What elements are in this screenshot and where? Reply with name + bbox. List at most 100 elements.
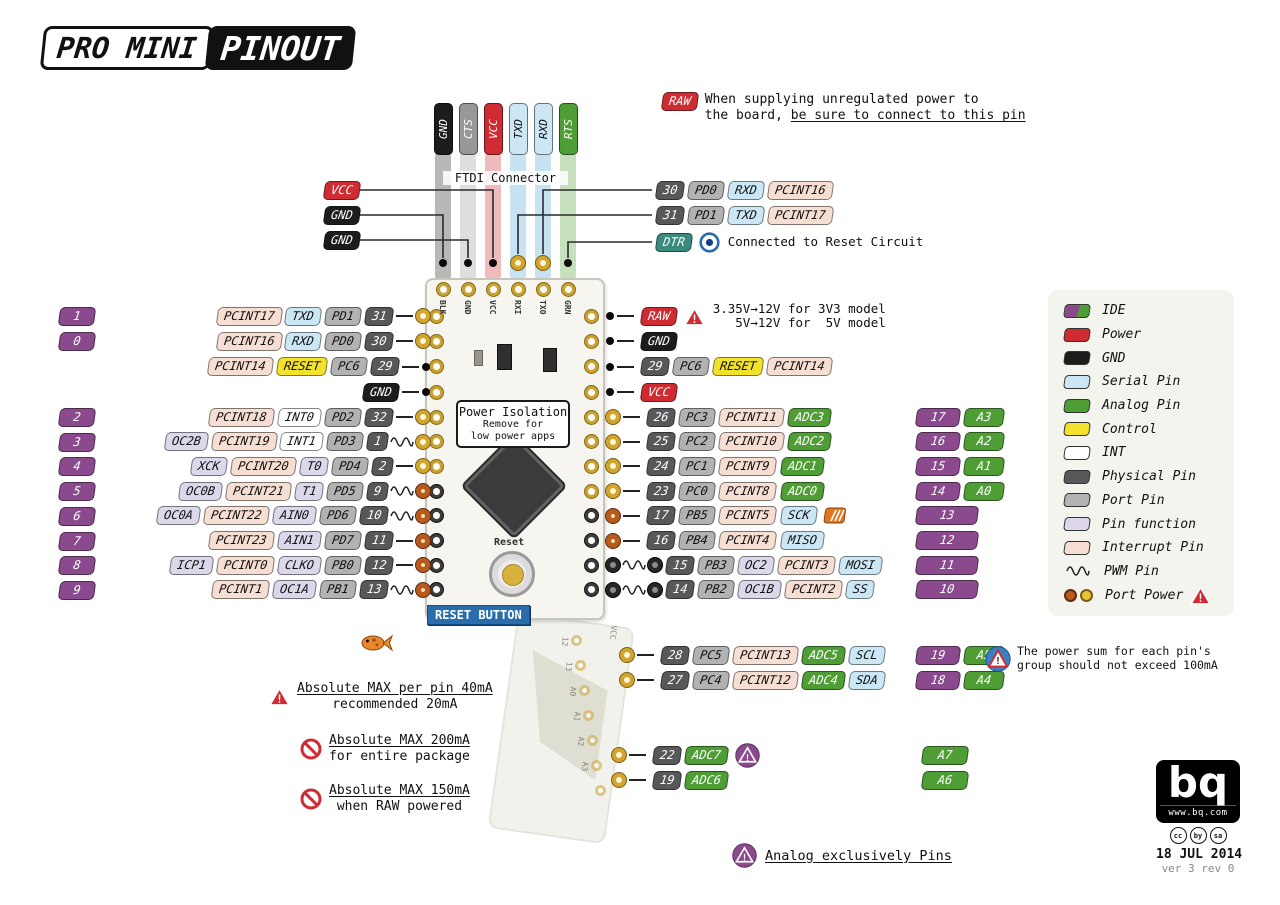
left-pin-row: GND [118,382,430,402]
legend-label: IDE [1102,303,1126,319]
pin-label-pc5: PC5 [692,645,731,665]
red-warning-triangle-icon: ! [269,687,290,706]
pin-label-adc5: ADC5 [800,645,846,665]
pin-label-12: 12 [363,555,395,575]
raw-note-line2: the board, be sure to connect to this pi… [705,108,1026,124]
power-sum-note: ! The power sum for each pin's group sho… [985,644,1218,673]
legend-item-port: Port Pin [1063,489,1234,513]
analog-pin-a2: A2 [962,432,1006,452]
board-hole [585,309,598,323]
reset-button-label: RESET BUTTON [427,605,530,625]
yellow-pin-icon [606,484,620,499]
analog-pin-a3: A3 [962,407,1006,427]
pin-label-icp1: ICP1 [168,555,214,575]
board-silk-label: GRN [563,300,572,315]
pin-wire [623,514,640,517]
pin-label-32: 32 [363,407,395,427]
pin-label-gnd: GND [322,230,362,250]
analog-pin-a1: A1 [962,456,1006,476]
pin-label-pc0: PC0 [678,481,717,501]
smd-component [543,348,557,372]
pin-label-pcint21: PCINT21 [224,481,292,501]
board-silk-label: GND [463,300,472,315]
raw-badge: RAW [660,92,700,111]
arduino-pin-map-row: 10 [912,580,980,600]
max-note-line2: when RAW powered [336,798,463,814]
board-hole [430,435,443,449]
board-hole [585,385,598,399]
ide-pin-13: 13 [914,506,980,526]
dark-pin-icon [648,582,662,597]
pin-label-pcint10: PCINT10 [717,432,786,452]
pin-label-9: 9 [365,481,390,501]
pin-label-t1: T1 [293,481,325,501]
board-hole [461,283,475,296]
pin-label-pcint8: PCINT8 [717,481,778,501]
pin-label-adc2: ADC2 [786,432,832,452]
pin-wire [637,679,654,681]
ide-pin-10: 10 [914,580,980,600]
max-note-line2: for entire package [329,748,470,764]
pin-wire [396,539,413,542]
pwm-squiggle-icon [390,484,414,498]
board-silk-label: TXO [538,300,547,315]
yellow-pin-icon [536,256,550,270]
pin-label-pd7: PD7 [323,531,362,550]
ide-pin-17: 17 [914,407,962,427]
pin-label-30: 30 [363,331,395,351]
legend-swatch-port [1063,493,1091,508]
ghost-board-hole [594,784,606,796]
right-pin-row: VCC [606,382,679,402]
no-entry-icon [300,738,322,760]
pin-wire [623,416,640,418]
logo-pro-mini: PRO MINI [39,26,214,70]
board-hole [585,509,598,523]
pin-label-pc4: PC4 [692,670,731,690]
board-silk-label: BLK [438,300,447,315]
ide-pin-18: 18 [914,670,962,690]
board-hole [430,484,443,498]
pin-label-sda: SDA [847,670,886,690]
pwm-squiggle-icon [622,558,646,572]
purple-analog-warning-icon: ! [735,742,761,768]
ghost-board-hole [586,734,598,746]
orange-pin-icon [416,508,430,523]
right-pin-row: GND [606,331,679,351]
pin-label-pcint5: PCINT5 [717,506,778,526]
ftdi-left-row: GND [306,230,362,250]
pin-label-1: 1 [365,432,390,452]
power-isolation-line2: low power apps [470,431,556,442]
ghost-silk-label: A0 [567,686,578,697]
pin-label-pc2: PC2 [678,432,717,452]
legend-item-pwm: PWM Pin [1064,560,1234,584]
pin-label-adc0: ADC0 [779,481,825,501]
pin-label-14: 14 [664,580,696,600]
pin-label-29: 29 [639,357,671,377]
legend-label: Serial Pin [1102,374,1181,390]
ftdi-connector-label: FTDI Connector [443,171,568,185]
pin-label-reset: RESET [711,357,765,377]
pin-label-24: 24 [645,456,677,476]
pin-label-oc0a: OC0A [156,506,202,526]
pin-label-pd4: PD4 [330,456,370,476]
dark-pin-icon [606,582,620,597]
pin-label-rxd: RXD [283,331,323,351]
pin-wire [629,754,646,756]
pin-label-16: 16 [645,531,677,550]
board-hole [585,558,598,572]
legend-label: Pin function [1102,516,1196,532]
pin-label-pd5: PD5 [325,481,365,501]
pin-label-oc1b: OC1B [736,580,783,600]
pin-label-dtr: DTR [654,232,694,252]
